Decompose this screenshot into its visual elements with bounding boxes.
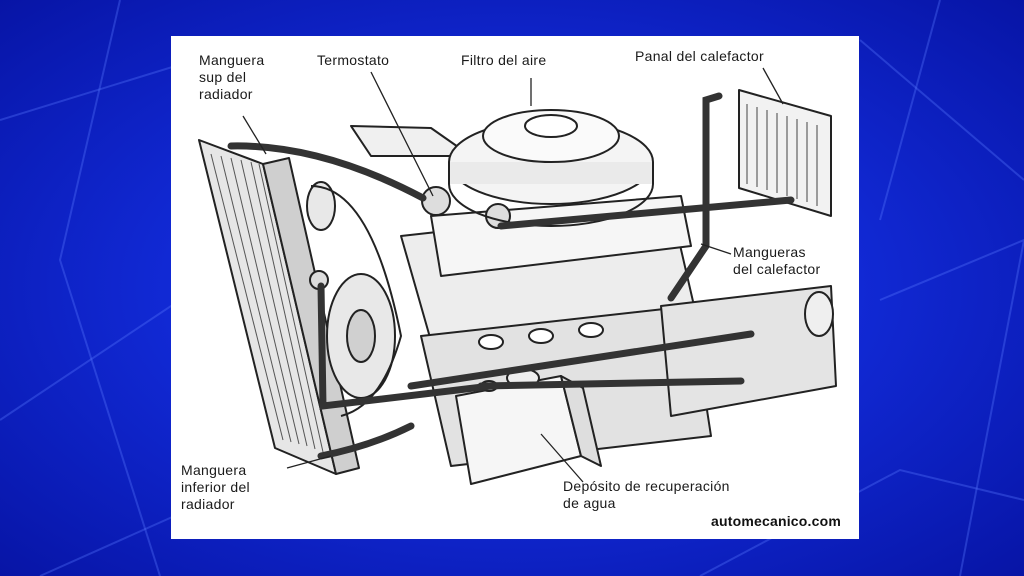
air-filter bbox=[448, 109, 654, 227]
label-thermostat: Termostato bbox=[317, 52, 390, 68]
diagram-panel: Manguera sup del radiador Termostato Fil… bbox=[171, 36, 859, 539]
label-heater-core: Panal del calefactor bbox=[635, 48, 764, 64]
engine-cooling-diagram bbox=[198, 67, 837, 485]
hoses bbox=[227, 92, 795, 460]
transmission bbox=[660, 285, 837, 417]
label-overflow-tank: Depósito de recuperación de agua bbox=[563, 478, 730, 511]
label-upper-radiator-hose: Manguera sup del radiador bbox=[199, 52, 265, 102]
site-credit: automecanico.com bbox=[710, 513, 841, 529]
leader-lines bbox=[242, 67, 784, 483]
radiator bbox=[198, 139, 360, 475]
label-heater-hoses: Mangueras del calefactor bbox=[733, 244, 821, 277]
label-air-filter: Filtro del aire bbox=[461, 52, 547, 68]
heater-core bbox=[738, 89, 832, 217]
label-lower-radiator-hose: Manguera inferior del radiador bbox=[181, 462, 250, 512]
